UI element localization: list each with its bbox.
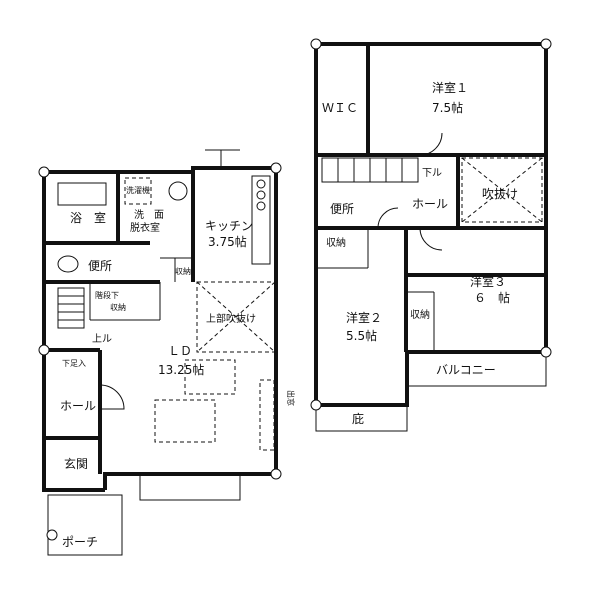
- eaves-area: [315, 404, 408, 432]
- dining-table: [154, 399, 216, 443]
- bay-window-label: 出窓: [286, 390, 296, 406]
- void-label: 吹抜け: [482, 187, 518, 201]
- room2-label: 洋室２: [346, 310, 382, 325]
- washing-machine-label: 洗濯機: [126, 185, 150, 195]
- bath-label: 浴 室: [70, 210, 106, 225]
- room2-size-label: 5.5帖: [346, 328, 377, 343]
- ld-size-label: 13.25帖: [158, 362, 204, 377]
- room3-label: 洋室３: [470, 274, 506, 289]
- void-area: [461, 157, 543, 223]
- kitchen-counter: [251, 175, 271, 265]
- stairs-up-label: 上ル: [92, 333, 112, 345]
- under-stair-storage-label: 収納: [110, 302, 126, 312]
- washroom-label: 洗 面: [134, 209, 164, 221]
- under-stair-label: 階段下: [95, 290, 119, 300]
- ld-label: ＬＤ: [168, 344, 192, 358]
- bathtub: [57, 182, 107, 206]
- storage-a-label: 収納: [326, 236, 346, 249]
- porch-label: ポーチ: [62, 535, 98, 549]
- dressing-room-label: 脱衣室: [130, 221, 160, 234]
- stairs-down-label: 下ル: [422, 168, 442, 179]
- wic-label: ＷＩＣ: [322, 101, 358, 115]
- upper-void-area: [196, 281, 276, 353]
- shoe-storage-label: 下足入: [62, 359, 86, 368]
- upper-void-label: 上部吹抜け: [206, 312, 256, 325]
- toilet-fixture: [57, 255, 79, 273]
- toilet-label-2f: 便所: [330, 202, 354, 216]
- room1-size-label: 7.5帖: [432, 100, 463, 115]
- bay-window: [139, 473, 241, 501]
- first-floor: 浴 室 洗 面 脱衣室 洗濯機 キッチン 3.75帖 便所 収納 階段下 収納 …: [38, 149, 296, 556]
- entrance-label: 玄関: [64, 456, 88, 471]
- hall-label: ホール: [60, 399, 96, 413]
- storage-b-label: 収納: [410, 308, 430, 321]
- porch-area: [47, 494, 123, 556]
- storage-label: 収納: [175, 266, 191, 276]
- room1-label: 洋室１: [432, 80, 468, 95]
- sink: [168, 181, 188, 201]
- room3-size-label: ６ 帖: [474, 290, 510, 305]
- balcony-label: バルコニー: [436, 363, 496, 377]
- washing-machine: [124, 177, 152, 205]
- kitchen-size-label: 3.75帖: [208, 234, 247, 249]
- eaves-label: 庇: [352, 411, 364, 426]
- kitchen-label: キッチン: [205, 219, 253, 233]
- second-floor: ＷＩＣ 洋室１ 7.5帖 下ル 吹抜け 便所 ホール 収納 収納 洋室２ 5.5…: [310, 38, 552, 432]
- toilet-label: 便所: [88, 259, 112, 273]
- hall-label-2f: ホール: [412, 197, 448, 211]
- balcony-area: [406, 351, 547, 387]
